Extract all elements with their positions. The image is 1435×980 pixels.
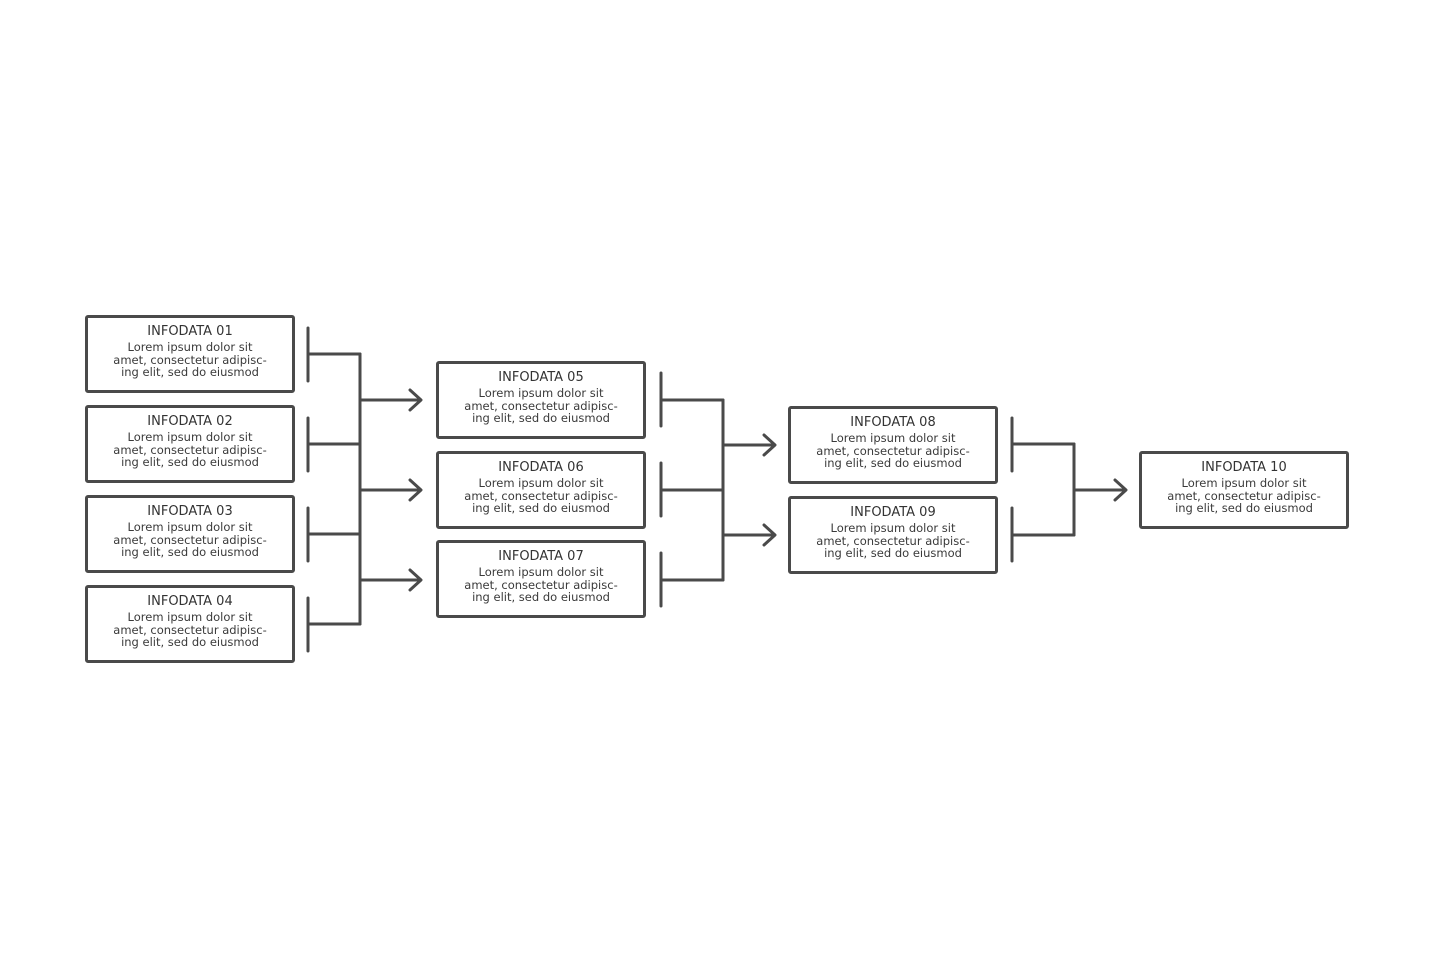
connector-02 xyxy=(306,416,362,473)
infodata-title-10: INFODATA 10 xyxy=(1201,460,1287,475)
infodata-text-08: Lorem ipsum dolor sit amet, consectetur … xyxy=(804,432,982,470)
connector-01 xyxy=(306,326,362,383)
infodata-box-03: INFODATA 03 Lorem ipsum dolor sit amet, … xyxy=(85,495,295,573)
infodata-10-line-3: ing elit, sed do eiusmod xyxy=(1175,501,1313,515)
infodata-box-05: INFODATA 05 Lorem ipsum dolor sit amet, … xyxy=(436,361,646,439)
infodata-05-line-2: amet, consectetur adipisc- xyxy=(464,398,618,413)
infodata-box-09: INFODATA 09 Lorem ipsum dolor sit amet, … xyxy=(788,496,998,574)
infodata-box-06: INFODATA 06 Lorem ipsum dolor sit amet, … xyxy=(436,451,646,529)
connector-03 xyxy=(306,506,362,563)
infodata-07-line-3: ing elit, sed do eiusmod xyxy=(472,590,610,604)
infodata-06-line-2: amet, consectetur adipisc- xyxy=(464,488,618,503)
infodata-title-04: INFODATA 04 xyxy=(147,594,233,609)
infodata-box-04: INFODATA 04 Lorem ipsum dolor sit amet, … xyxy=(85,585,295,663)
infodata-04-line-1: Lorem ipsum dolor sit xyxy=(127,610,253,624)
arrow-to-09 xyxy=(721,523,777,547)
infodata-09-line-2: amet, consectetur adipisc- xyxy=(816,533,970,548)
connector-07 xyxy=(659,551,725,608)
infodata-title-03: INFODATA 03 xyxy=(147,504,233,519)
connector-09 xyxy=(1010,506,1076,563)
infodata-08-line-3: ing elit, sed do eiusmod xyxy=(824,456,962,470)
infodata-09-line-1: Lorem ipsum dolor sit xyxy=(830,521,956,535)
arrow-to-07 xyxy=(358,568,423,592)
arrow-to-10 xyxy=(1072,478,1128,502)
infodata-box-01: INFODATA 01 Lorem ipsum dolor sit amet, … xyxy=(85,315,295,393)
infodata-text-02: Lorem ipsum dolor sit amet, consectetur … xyxy=(101,431,279,469)
infodata-text-01: Lorem ipsum dolor sit amet, consectetur … xyxy=(101,341,279,379)
infodata-text-06: Lorem ipsum dolor sit amet, consectetur … xyxy=(452,477,630,515)
infodata-title-09: INFODATA 09 xyxy=(850,505,936,520)
infodata-10-line-1: Lorem ipsum dolor sit xyxy=(1181,476,1307,490)
infodata-text-09: Lorem ipsum dolor sit amet, consectetur … xyxy=(804,522,982,560)
infodata-text-04: Lorem ipsum dolor sit amet, consectetur … xyxy=(101,611,279,649)
infodata-01-line-3: ing elit, sed do eiusmod xyxy=(121,365,259,379)
infodata-03-line-2: amet, consectetur adipisc- xyxy=(113,532,267,547)
infodata-title-06: INFODATA 06 xyxy=(498,460,584,475)
infodata-title-02: INFODATA 02 xyxy=(147,414,233,429)
infodata-title-07: INFODATA 07 xyxy=(498,549,584,564)
infodata-06-line-3: ing elit, sed do eiusmod xyxy=(472,501,610,515)
infodata-title-05: INFODATA 05 xyxy=(498,370,584,385)
arrow-to-08 xyxy=(721,433,777,457)
infodata-04-line-3: ing elit, sed do eiusmod xyxy=(121,635,259,649)
infodata-box-10: INFODATA 10 Lorem ipsum dolor sit amet, … xyxy=(1139,451,1349,529)
arrow-to-06 xyxy=(358,478,423,502)
infodata-08-line-1: Lorem ipsum dolor sit xyxy=(830,431,956,445)
infodata-05-line-1: Lorem ipsum dolor sit xyxy=(478,386,604,400)
infodata-title-01: INFODATA 01 xyxy=(147,324,233,339)
infodata-03-line-3: ing elit, sed do eiusmod xyxy=(121,545,259,559)
infodata-01-line-2: amet, consectetur adipisc- xyxy=(113,352,267,367)
infodata-07-line-2: amet, consectetur adipisc- xyxy=(464,577,618,592)
arrow-to-05 xyxy=(358,388,423,412)
infodata-04-line-2: amet, consectetur adipisc- xyxy=(113,622,267,637)
infodata-06-line-1: Lorem ipsum dolor sit xyxy=(478,476,604,490)
infodata-text-10: Lorem ipsum dolor sit amet, consectetur … xyxy=(1155,477,1333,515)
connector-08 xyxy=(1010,416,1076,473)
connector-06 xyxy=(659,461,725,518)
infodata-01-line-1: Lorem ipsum dolor sit xyxy=(127,340,253,354)
infodata-02-line-1: Lorem ipsum dolor sit xyxy=(127,430,253,444)
infodata-box-02: INFODATA 02 Lorem ipsum dolor sit amet, … xyxy=(85,405,295,483)
connector-05 xyxy=(659,371,725,428)
infodata-text-07: Lorem ipsum dolor sit amet, consectetur … xyxy=(452,566,630,604)
infodata-02-line-2: amet, consectetur adipisc- xyxy=(113,442,267,457)
infodata-07-line-1: Lorem ipsum dolor sit xyxy=(478,565,604,579)
infodata-03-line-1: Lorem ipsum dolor sit xyxy=(127,520,253,534)
infodata-02-line-3: ing elit, sed do eiusmod xyxy=(121,455,259,469)
infodata-title-08: INFODATA 08 xyxy=(850,415,936,430)
connector-04 xyxy=(306,596,362,653)
infodata-text-05: Lorem ipsum dolor sit amet, consectetur … xyxy=(452,387,630,425)
infodata-10-line-2: amet, consectetur adipisc- xyxy=(1167,488,1321,503)
infodata-05-line-3: ing elit, sed do eiusmod xyxy=(472,411,610,425)
infodata-box-08: INFODATA 08 Lorem ipsum dolor sit amet, … xyxy=(788,406,998,484)
infodata-09-line-3: ing elit, sed do eiusmod xyxy=(824,546,962,560)
infodata-box-07: INFODATA 07 Lorem ipsum dolor sit amet, … xyxy=(436,540,646,618)
infodata-text-03: Lorem ipsum dolor sit amet, consectetur … xyxy=(101,521,279,559)
infodata-08-line-2: amet, consectetur adipisc- xyxy=(816,443,970,458)
